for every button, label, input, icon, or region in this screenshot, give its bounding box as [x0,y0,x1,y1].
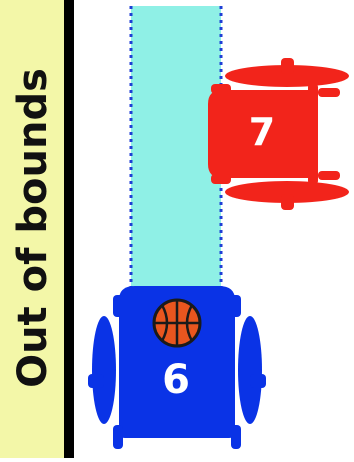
player-6-number: 6 [150,360,202,400]
basketball [154,300,200,346]
out-of-bounds-label: Out of bounds [10,38,56,418]
player-7-number: 7 [236,113,288,151]
boundary-line [64,0,74,458]
passing-lane [131,6,221,306]
